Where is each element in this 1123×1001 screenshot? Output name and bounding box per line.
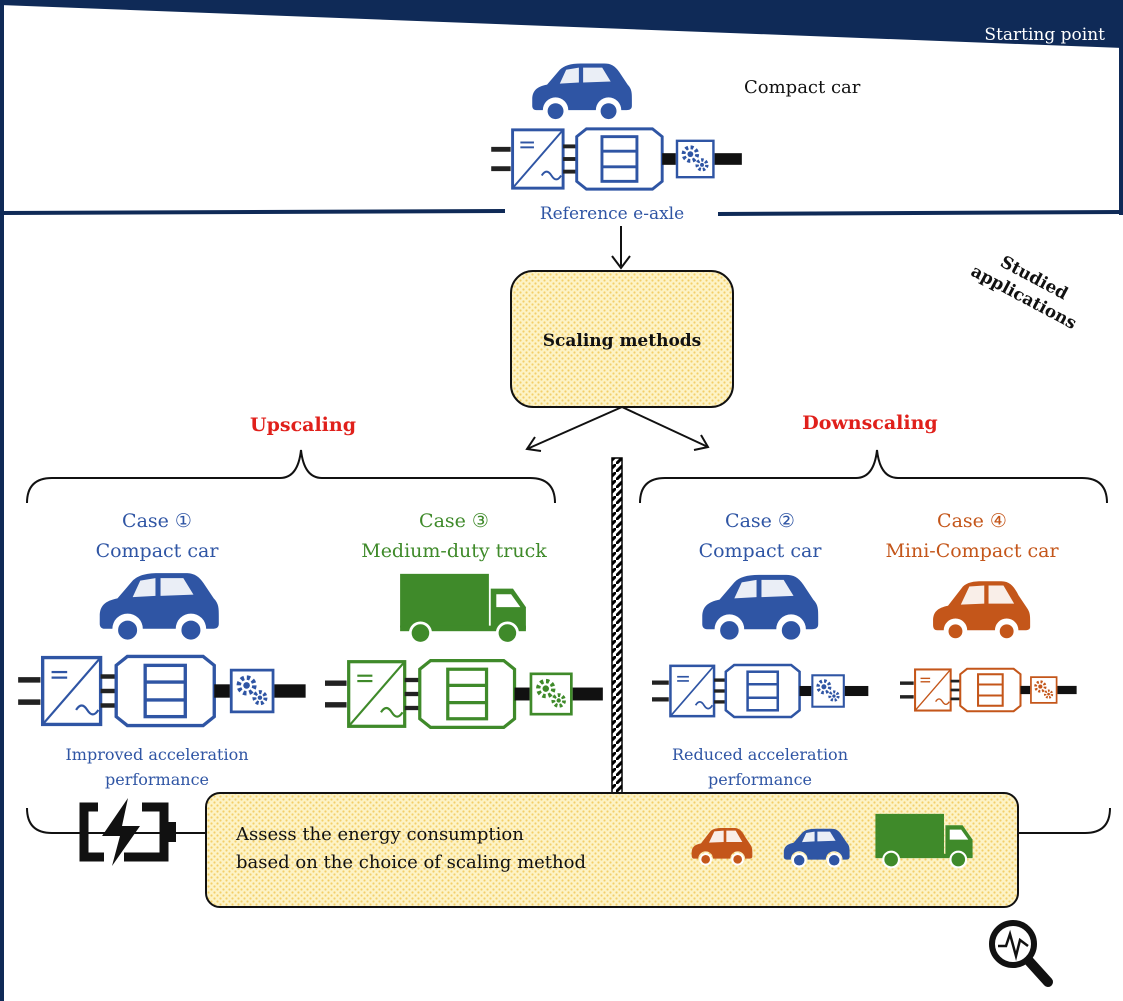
- reference-vehicle-label: Compact car: [744, 77, 861, 98]
- assessment-box: [205, 792, 1019, 908]
- header-band: [0, 0, 1123, 48]
- case3-label: Case ③: [419, 510, 489, 532]
- case1-axle-icon: [18, 656, 305, 725]
- assessment-line-1: Assess the energy consumption: [235, 824, 524, 845]
- case4-axle-icon: [900, 669, 1077, 711]
- case2-axle-icon: [652, 665, 868, 717]
- battery-charging-icon: [79, 798, 176, 866]
- case1-note-2: performance: [105, 770, 209, 789]
- case1-car-icon: [100, 573, 219, 641]
- case1-vehicle: Compact car: [96, 540, 220, 562]
- case1-note-1: Improved acceleration: [65, 745, 248, 764]
- case1-label: Case ①: [122, 510, 192, 532]
- case2-note-2: performance: [708, 770, 812, 789]
- arrow-downscaling: [621, 406, 709, 448]
- upscaling-brace: [26, 449, 556, 504]
- magnifier-icon: [989, 920, 1053, 987]
- downscaling-brace: [639, 449, 1108, 504]
- separator-left: [1, 209, 506, 215]
- case3-vehicle: Medium-duty truck: [361, 540, 547, 562]
- reference-axle-label: Reference e-axle: [540, 204, 684, 224]
- case4-minicar-icon: [931, 579, 1032, 642]
- case3-axle-icon: [325, 661, 603, 728]
- separator-right: [717, 210, 1122, 216]
- case3-truck-icon: [398, 572, 528, 645]
- starting-point-label: Starting point: [984, 25, 1105, 45]
- case2-label: Case ②: [725, 510, 795, 532]
- studied-applications-label: Studied applications: [967, 252, 1079, 334]
- downscaling-title: Downscaling: [802, 412, 937, 434]
- divider-bar: [611, 457, 623, 819]
- case4-vehicle: Mini-Compact car: [885, 540, 1059, 562]
- case2-vehicle: Compact car: [699, 540, 823, 562]
- case2-note-1: Reduced acceleration: [672, 745, 848, 764]
- case2-car-icon: [702, 575, 818, 642]
- scaling-methods-label: Scaling methods: [543, 331, 702, 351]
- upscaling-title: Upscaling: [250, 414, 356, 436]
- arrow-upscaling: [526, 406, 623, 450]
- case4-label: Case ④: [937, 510, 1007, 532]
- assessment-line-2: based on the choice of scaling method: [236, 852, 586, 873]
